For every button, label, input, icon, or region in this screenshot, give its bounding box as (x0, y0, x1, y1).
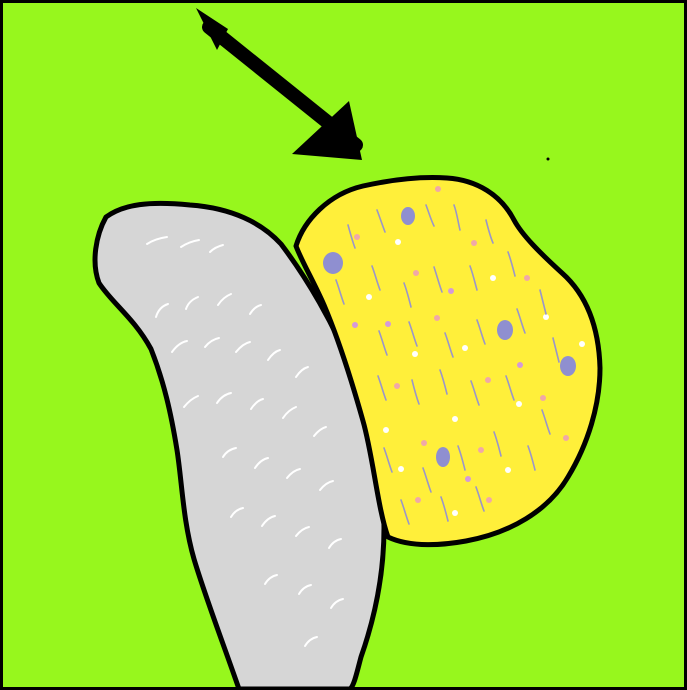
small-black-dot (547, 158, 550, 161)
